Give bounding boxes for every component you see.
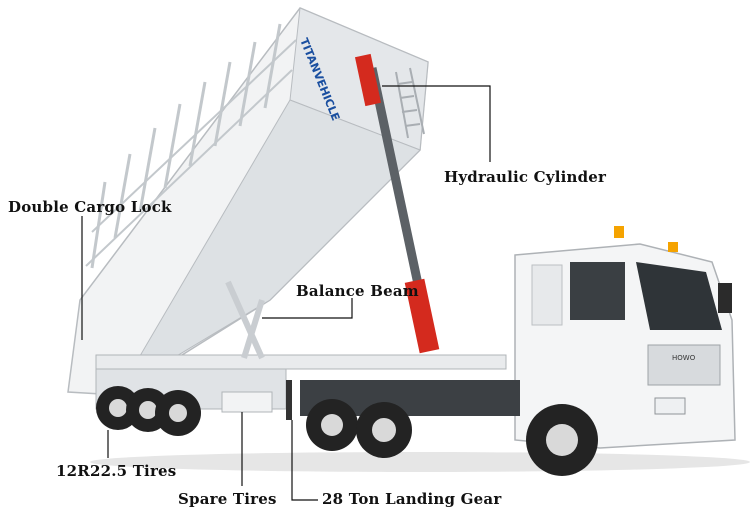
beacon-light: [614, 226, 624, 238]
tipper-body: [67, 7, 429, 396]
label-balance-beam: Balance Beam: [296, 282, 419, 300]
cab-badge: HOWO: [672, 354, 696, 362]
label-double-cargo-lock: Double Cargo Lock: [8, 198, 172, 216]
windshield: [636, 262, 722, 330]
label-spare-tires: Spare Tires: [178, 490, 277, 508]
truck-cab: HOWO: [514, 226, 736, 449]
label-tires: 12R22.5 Tires: [56, 462, 177, 480]
hydraulic-cylinder: [354, 53, 440, 354]
headlight: [654, 397, 686, 415]
landing-gear-leg: [286, 380, 292, 420]
label-landing-gear: 28 Ton Landing Gear: [322, 490, 502, 508]
balance-beam: [225, 280, 265, 360]
grille: [647, 344, 721, 386]
beacon-light: [668, 242, 678, 252]
spare-tire-carrier: [221, 391, 273, 413]
callout-lines: [81, 85, 491, 501]
ground-shadow: [90, 452, 750, 472]
trailer-wheels: [96, 386, 201, 436]
side-mirror: [718, 283, 732, 313]
tractor-wheels: [306, 399, 598, 476]
side-window: [570, 262, 625, 320]
label-hydraulic-cylinder: Hydraulic Cylinder: [444, 168, 607, 186]
